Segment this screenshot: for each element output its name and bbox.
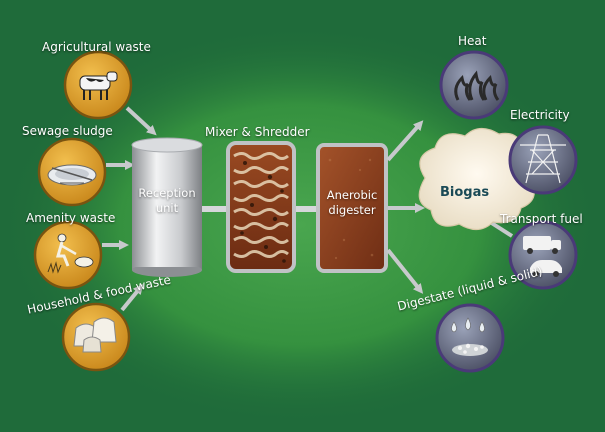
electricity-node [508,125,578,195]
heat-label: Heat [458,34,487,48]
droplets-and-solids-icon [451,317,488,356]
sewage-sludge-label: Sewage sludge [22,124,113,138]
waste-bags-icon [73,317,117,353]
anaerobic-digester-label-line2: digester [328,203,376,217]
amenity-waste-label: Amenity waste [26,211,116,225]
anaerobic-digester-label-line1: Anerobic [326,188,378,202]
reception-unit-label: Reception unit [132,186,202,216]
transport-fuel-node [508,220,578,290]
pylon-icon [520,134,566,184]
vehicle-icon [523,236,562,277]
input-arrows [102,106,157,312]
agricultural-waste-label: Agricultural waste [42,40,151,54]
reception-unit-label-line1: Reception [138,186,196,200]
sewage-sludge-node [37,137,107,207]
electricity-label: Electricity [510,108,570,122]
reception-unit [131,137,203,277]
sewage-tank-icon [47,164,97,186]
agricultural-waste-node [63,50,133,120]
transport-fuel-label: Transport fuel [500,212,583,226]
reception-unit-label-line2: unit [155,201,179,215]
anaerobic-digester [316,143,388,273]
flame-icon [454,70,500,101]
shredded-material-pattern [233,152,289,258]
amenity-waste-node [33,220,103,290]
mixer-shredder-label: Mixer & Shredder [205,125,310,139]
biogas-label: Biogas [440,185,490,200]
digestate-node [435,303,505,373]
household-food-waste-node [61,302,131,372]
anaerobic-digester-label: Anerobic digester [318,188,386,218]
mixer-shredder [226,141,296,273]
cow-icon [79,71,118,100]
process-connectors [202,206,318,212]
lawnmower-person-icon [47,233,94,274]
heat-node [439,50,509,120]
